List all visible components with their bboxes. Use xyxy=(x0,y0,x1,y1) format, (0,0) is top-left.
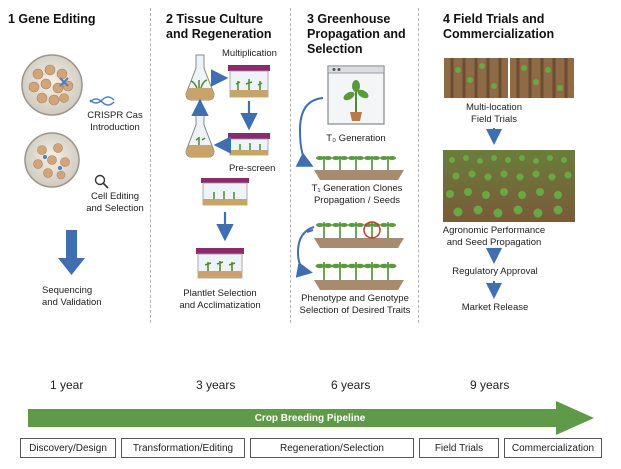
year-3: 3 years xyxy=(196,378,236,392)
petri-dish-crispr xyxy=(21,54,83,116)
selection-circle xyxy=(363,221,381,239)
magnifier-icon xyxy=(94,174,109,189)
stage-transformation: Transformation/Editing xyxy=(121,438,245,458)
culture-box-small xyxy=(228,133,270,156)
col3-arrows xyxy=(295,97,324,278)
year-1: 1 year xyxy=(50,378,84,392)
big-down-arrow xyxy=(58,230,85,275)
divider-1 xyxy=(150,8,151,323)
pipeline-label: Crop Breeding Pipeline xyxy=(254,413,366,424)
heading-tissue-culture: 2 Tissue Culture and Regeneration xyxy=(166,12,272,41)
label-multiplication: Multiplication xyxy=(222,48,277,59)
soil-bed-t1 xyxy=(314,156,404,180)
flask-bottom xyxy=(185,111,215,158)
petri-dish-cells xyxy=(24,132,80,188)
field-crop-photo xyxy=(443,150,575,222)
growth-chamber xyxy=(327,65,385,125)
heading-gene-editing: 1 Gene Editing xyxy=(8,12,96,26)
stage-commercialization: Commercialization xyxy=(504,438,602,458)
label-market-release: Market Release xyxy=(461,302,529,313)
field-plot-photos xyxy=(444,58,574,98)
year-6: 6 years xyxy=(331,378,371,392)
heading-greenhouse: 3 Greenhouse Propagation and Selection xyxy=(307,12,406,56)
label-prescreen: Pre-screen xyxy=(229,163,276,174)
label-regulatory: Regulatory Approval xyxy=(452,266,538,277)
soil-bed-selection xyxy=(314,221,404,248)
pipeline-arrow xyxy=(28,401,594,435)
heading-field-trials: 4 Field Trials and Commercialization xyxy=(443,12,555,41)
stage-regeneration: Regeneration/Selection xyxy=(250,438,414,458)
stage-field-trials: Field Trials xyxy=(419,438,499,458)
year-9: 9 years xyxy=(470,378,510,392)
culture-box-multiplication xyxy=(228,65,270,98)
tray-prescreen xyxy=(201,178,249,206)
stage-discovery: Discovery/Design xyxy=(20,438,116,458)
label-t0-generation: T₀ Generation xyxy=(326,133,386,144)
soil-bed-final xyxy=(314,262,404,290)
divider-3 xyxy=(418,8,419,323)
col2-arrows xyxy=(191,69,258,242)
flask-top xyxy=(185,54,215,101)
dna-icon xyxy=(89,96,115,106)
divider-2 xyxy=(290,8,291,323)
tray-plantlets xyxy=(196,248,244,279)
